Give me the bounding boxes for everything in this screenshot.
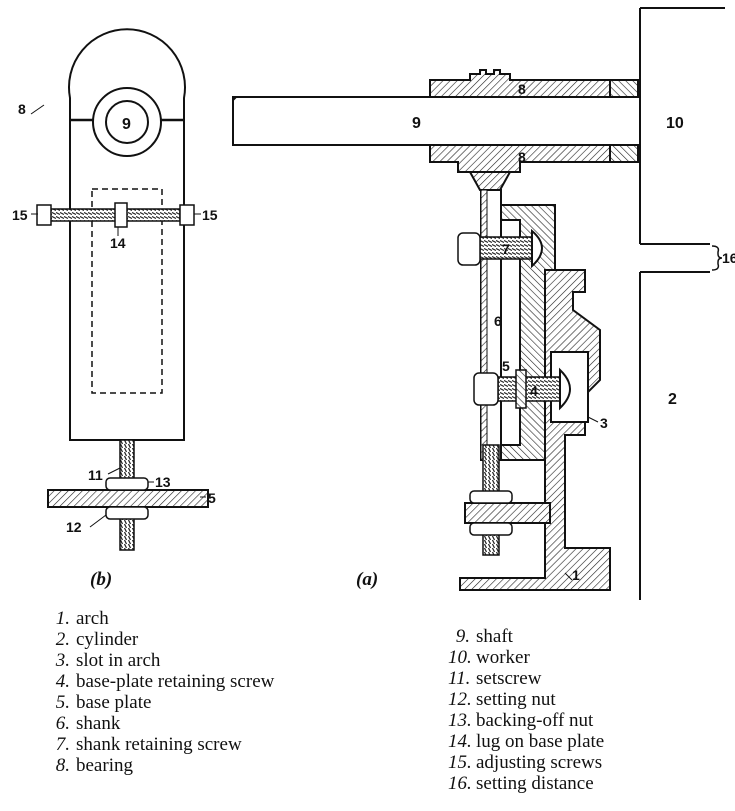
label-a-shaft: 9 [412, 115, 421, 132]
legend-text: setscrew [476, 668, 542, 689]
label-a-shank: 6 [494, 313, 502, 329]
base-plate-b [47, 489, 209, 508]
setting-nut [105, 506, 149, 520]
legend-text: setting nut [476, 689, 556, 710]
bearing-pedestal [468, 171, 512, 191]
legend-text: setting distance [476, 773, 594, 794]
legend-text: slot in arch [76, 650, 161, 671]
legend-item: 7. shank retaining screw [48, 734, 274, 755]
view-a-labels: 8 8 9 10 16 7 6 5 4 3 2 1 (a) [356, 81, 735, 590]
base-plate-retaining-screw [497, 376, 561, 402]
legend-item: 13.backing-off nut [448, 710, 604, 731]
legend-number: 2. [55, 629, 70, 650]
label-b-screw-right: 15 [202, 207, 218, 223]
legend-text: arch [76, 608, 109, 629]
legend-item: 4. base-plate retaining screw [48, 671, 275, 692]
label-a-base-screw: 4 [530, 383, 538, 399]
legend-item: 9. shaft [448, 626, 604, 647]
label-a-bearing-top: 8 [518, 81, 526, 97]
label-a-bearing-bottom: 8 [518, 149, 526, 165]
label-b-lug: 14 [110, 235, 126, 251]
base-plate-outline [91, 188, 163, 394]
lug [114, 202, 128, 228]
legend-left: 1. arch 2. cylinder 3. slot in arch 4. base-… [48, 608, 275, 776]
shank-screw-head [531, 228, 543, 269]
legend-text: cylinder [76, 629, 139, 650]
legend-item: 11.setscrew [448, 668, 604, 689]
label-b-shaft: 9 [122, 116, 131, 133]
label-b-screw-left: 15 [12, 207, 28, 223]
base-screw-head [559, 367, 571, 411]
legend-text: shank retaining screw [76, 734, 242, 755]
washer [515, 369, 527, 409]
subfigure-label-a: (a) [356, 569, 378, 590]
legend-item: 8. bearing [48, 755, 274, 776]
legend-item: 12.setting nut [448, 689, 604, 710]
view-b [30, 28, 209, 551]
nut-a-lower [469, 522, 513, 536]
label-a-base-plate: 5 [502, 358, 510, 374]
legend-item: 5. base plate [48, 692, 274, 713]
legend-number: 6. [55, 713, 70, 734]
legend-item: 14.lug on base plate [448, 731, 604, 752]
legend-number: 15. [448, 752, 472, 773]
view-a [232, 7, 725, 600]
legend-text: backing-off nut [476, 710, 594, 731]
label-b-bearing: 8 [18, 101, 26, 117]
adjusting-screw-head-left [36, 204, 52, 226]
legend-number: 16. [448, 773, 472, 794]
label-a-worker: 10 [666, 115, 684, 132]
legend-number: 14. [448, 731, 472, 752]
legend-item: 2. cylinder [48, 629, 274, 650]
legend-text: lug on base plate [476, 731, 605, 752]
legend-text: shaft [476, 626, 513, 647]
view-b-labels: 9 8 15 15 14 11 13 5 12 (b) [12, 101, 218, 590]
legend-text: adjusting screws [476, 752, 603, 773]
legend-number: 9. [455, 626, 470, 647]
shaft-circle [105, 100, 149, 144]
label-b-base-plate: 5 [208, 490, 216, 506]
legend-number: 1. [55, 608, 70, 629]
legend-number: 8. [55, 755, 70, 776]
legend-text: worker [476, 647, 530, 668]
legend-number: 7. [55, 734, 70, 755]
subfigure-label-b: (b) [90, 569, 112, 590]
adjusting-screw-head-right [179, 204, 195, 226]
label-a-cylinder: 2 [668, 391, 677, 408]
legend-number: 10. [448, 647, 472, 668]
legend-item: 3. slot in arch [48, 650, 274, 671]
label-a-arch: 1 [572, 567, 580, 583]
shank-screw-nut [457, 232, 481, 266]
shaft-a [232, 96, 641, 146]
backing-off-nut [105, 477, 149, 491]
legend-item: 6. shank [48, 713, 274, 734]
base-plate-lower [464, 502, 551, 524]
legend-number: 4. [55, 671, 70, 692]
legend-item: 10.worker [448, 647, 604, 668]
legend-number: 3. [55, 650, 70, 671]
label-a-slot: 3 [600, 415, 608, 431]
label-a-shank-screw: 7 [502, 241, 510, 257]
label-b-backing-nut: 13 [155, 474, 171, 490]
arch [459, 269, 611, 591]
nut-a-upper [469, 490, 513, 504]
label-a-setting-distance: 16 [722, 250, 735, 266]
legend-number: 5. [55, 692, 70, 713]
legend-item: 16.setting distance [448, 773, 604, 794]
legend-text: base-plate retaining screw [76, 671, 275, 692]
legend-number: 12. [448, 689, 472, 710]
legend-number: 11. [448, 668, 471, 689]
label-b-setscrew: 11 [88, 467, 103, 483]
base-screw-nut [473, 372, 499, 406]
legend-text: bearing [76, 755, 133, 776]
legend-right: 9.shaft 10.worker 11.setscrew 12.setting… [448, 626, 604, 794]
legend-item: 15.adjusting screws [448, 752, 604, 773]
mechanism-diagram: 9 8 15 15 14 11 13 5 12 (b) [12, 7, 735, 600]
legend-text: shank [76, 713, 121, 734]
legend-item: 1. arch [48, 608, 274, 629]
legend-text: base plate [76, 692, 152, 713]
label-b-setting-nut: 12 [66, 519, 82, 535]
setting-distance-bracket [711, 245, 723, 271]
legend-number: 13. [448, 710, 472, 731]
